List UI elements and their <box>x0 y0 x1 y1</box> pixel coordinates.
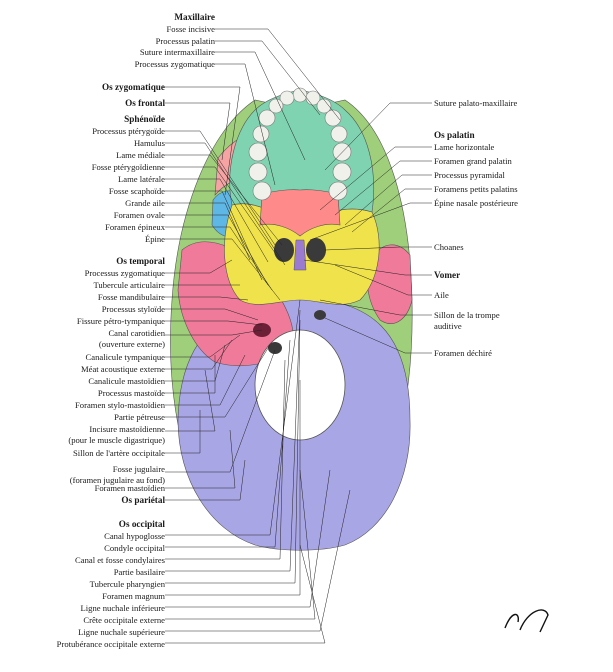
label-grande-aile: Grande aile <box>125 198 165 208</box>
label-suture-intermaxillaire: Suture intermaxillaire <box>139 47 215 57</box>
foramen-lacerum <box>314 310 326 320</box>
label-canalicule-tympanique: Canalicule tympanique <box>85 352 165 362</box>
label-os-parietal: Os pariétal <box>121 495 165 505</box>
netter-signature <box>504 609 549 633</box>
label-choanes: Choanes <box>434 242 464 252</box>
label-fosse-jugulaire: Fosse jugulaire (foramen jugulaire au fo… <box>69 464 165 485</box>
label-aile: Aile <box>434 290 449 300</box>
label-os-frontal: Os frontal <box>125 98 165 108</box>
label-os-temporal: Os temporal <box>116 256 165 266</box>
palatine-bone <box>259 189 341 237</box>
label-fosse-incisive: Fosse incisive <box>166 24 215 34</box>
label-canalicule-mastoidien: Canalicule mastoïdien <box>88 376 165 386</box>
label-os-occipital: Os occipital <box>118 519 165 529</box>
label-fosse-mandibulaire: Fosse mandibulaire <box>97 292 165 302</box>
label-canal-carotidien: Canal carotidien (ouverture externe) <box>98 328 165 349</box>
label-lame-mediale: Lame médiale <box>116 150 165 160</box>
label-processus-mastoide: Processus mastoïde <box>97 388 165 398</box>
label-foramen-epineux: Foramen épineux <box>105 222 165 232</box>
label-partie-basilaire: Partie basilaire <box>113 567 165 577</box>
label-fissure-petro-tympanique: Fissure pétro-tympanique <box>76 316 165 326</box>
label-lame-horizontale: Lame horizontale <box>434 142 495 152</box>
label-sillon-artere-occipitale: Sillon de l'artère occipitale <box>73 448 165 458</box>
label-incisure-mastoidienne: Incisure mastoïdienne (pour le muscle di… <box>68 424 165 445</box>
label-tubercule-pharyngien: Tubercule pharyngien <box>89 579 165 589</box>
label-processus-styloide: Processus styloïde <box>101 304 165 314</box>
label-sillon-trompe-auditive: Sillon de la trompe auditive <box>434 310 500 331</box>
label-foramen-grand-palatin: Foramen grand palatin <box>434 156 512 166</box>
label-lame-laterale: Lame latérale <box>118 174 165 184</box>
label-processus-pterygoide: Processus ptérygoïde <box>92 126 165 136</box>
label-condyle-occipital: Condyle occipital <box>104 543 165 553</box>
label-os-palatin: Os palatin <box>434 130 475 140</box>
choana-left <box>274 238 294 262</box>
label-foramen-dechire: Foramen déchiré <box>434 348 492 358</box>
label-foramens-petits-palatins: Foramens petits palatins <box>434 184 518 194</box>
label-os-zygomatique: Os zygomatique <box>101 82 165 92</box>
label-foramen-ovale: Foramen ovale <box>113 210 165 220</box>
label-processus-zygomatique-max: Processus zygomatique <box>134 59 215 69</box>
label-epine-nasale-posterieure: Épine nasale postérieure <box>434 198 518 208</box>
label-suture-palato-maxillaire: Suture palato-maxillaire <box>434 98 518 108</box>
label-tubercule-articulaire: Tubercule articulaire <box>93 280 165 290</box>
label-processus-palatin: Processus palatin <box>155 36 215 46</box>
label-foramen-stylo-mastoidien: Foramen stylo-mastoïdien <box>75 400 165 410</box>
label-fosse-pterygoidienne: Fosse ptérygoïdienne <box>91 162 165 172</box>
label-foramen-magnum: Foramen magnum <box>102 591 165 601</box>
leader-lines <box>165 28 432 644</box>
label-foramen-mastoidien: Foramen mastoïdien <box>94 483 165 493</box>
label-protuberance-occipitale-externe: Protubérance occipitale externe <box>56 639 165 649</box>
label-processus-zygomatique-temp: Processus zygomatique <box>84 268 165 278</box>
label-crete-occipitale-externe: Crête occipitale externe <box>83 615 165 625</box>
label-fosse-scaphoide: Fosse scaphoïde <box>108 186 165 196</box>
temporal-bone-right <box>367 244 413 324</box>
label-sphenoide: Sphénoïde <box>124 114 165 124</box>
label-maxillaire: Maxillaire <box>174 12 215 22</box>
choana-right <box>306 238 326 262</box>
label-partie-petreuse: Partie pétreuse <box>114 412 165 422</box>
label-meat-acoustique-externe: Méat acoustique externe <box>81 364 165 374</box>
vomer-bone <box>293 239 307 271</box>
jugular-foramen <box>268 342 282 354</box>
label-hamulus: Hamulus <box>133 138 165 148</box>
label-ligne-nuchale-superieure: Ligne nuchale supérieure <box>78 627 165 637</box>
label-processus-pyramidal: Processus pyramidal <box>434 170 505 180</box>
label-canal-hypoglosse: Canal hypoglosse <box>104 531 165 541</box>
label-vomer: Vomer <box>434 270 461 280</box>
label-ligne-nuchale-inferieure: Ligne nuchale inférieure <box>80 603 165 613</box>
label-canal-fosse-condylaires: Canal et fosse condylaires <box>75 555 165 565</box>
label-epine: Épine <box>144 234 165 244</box>
